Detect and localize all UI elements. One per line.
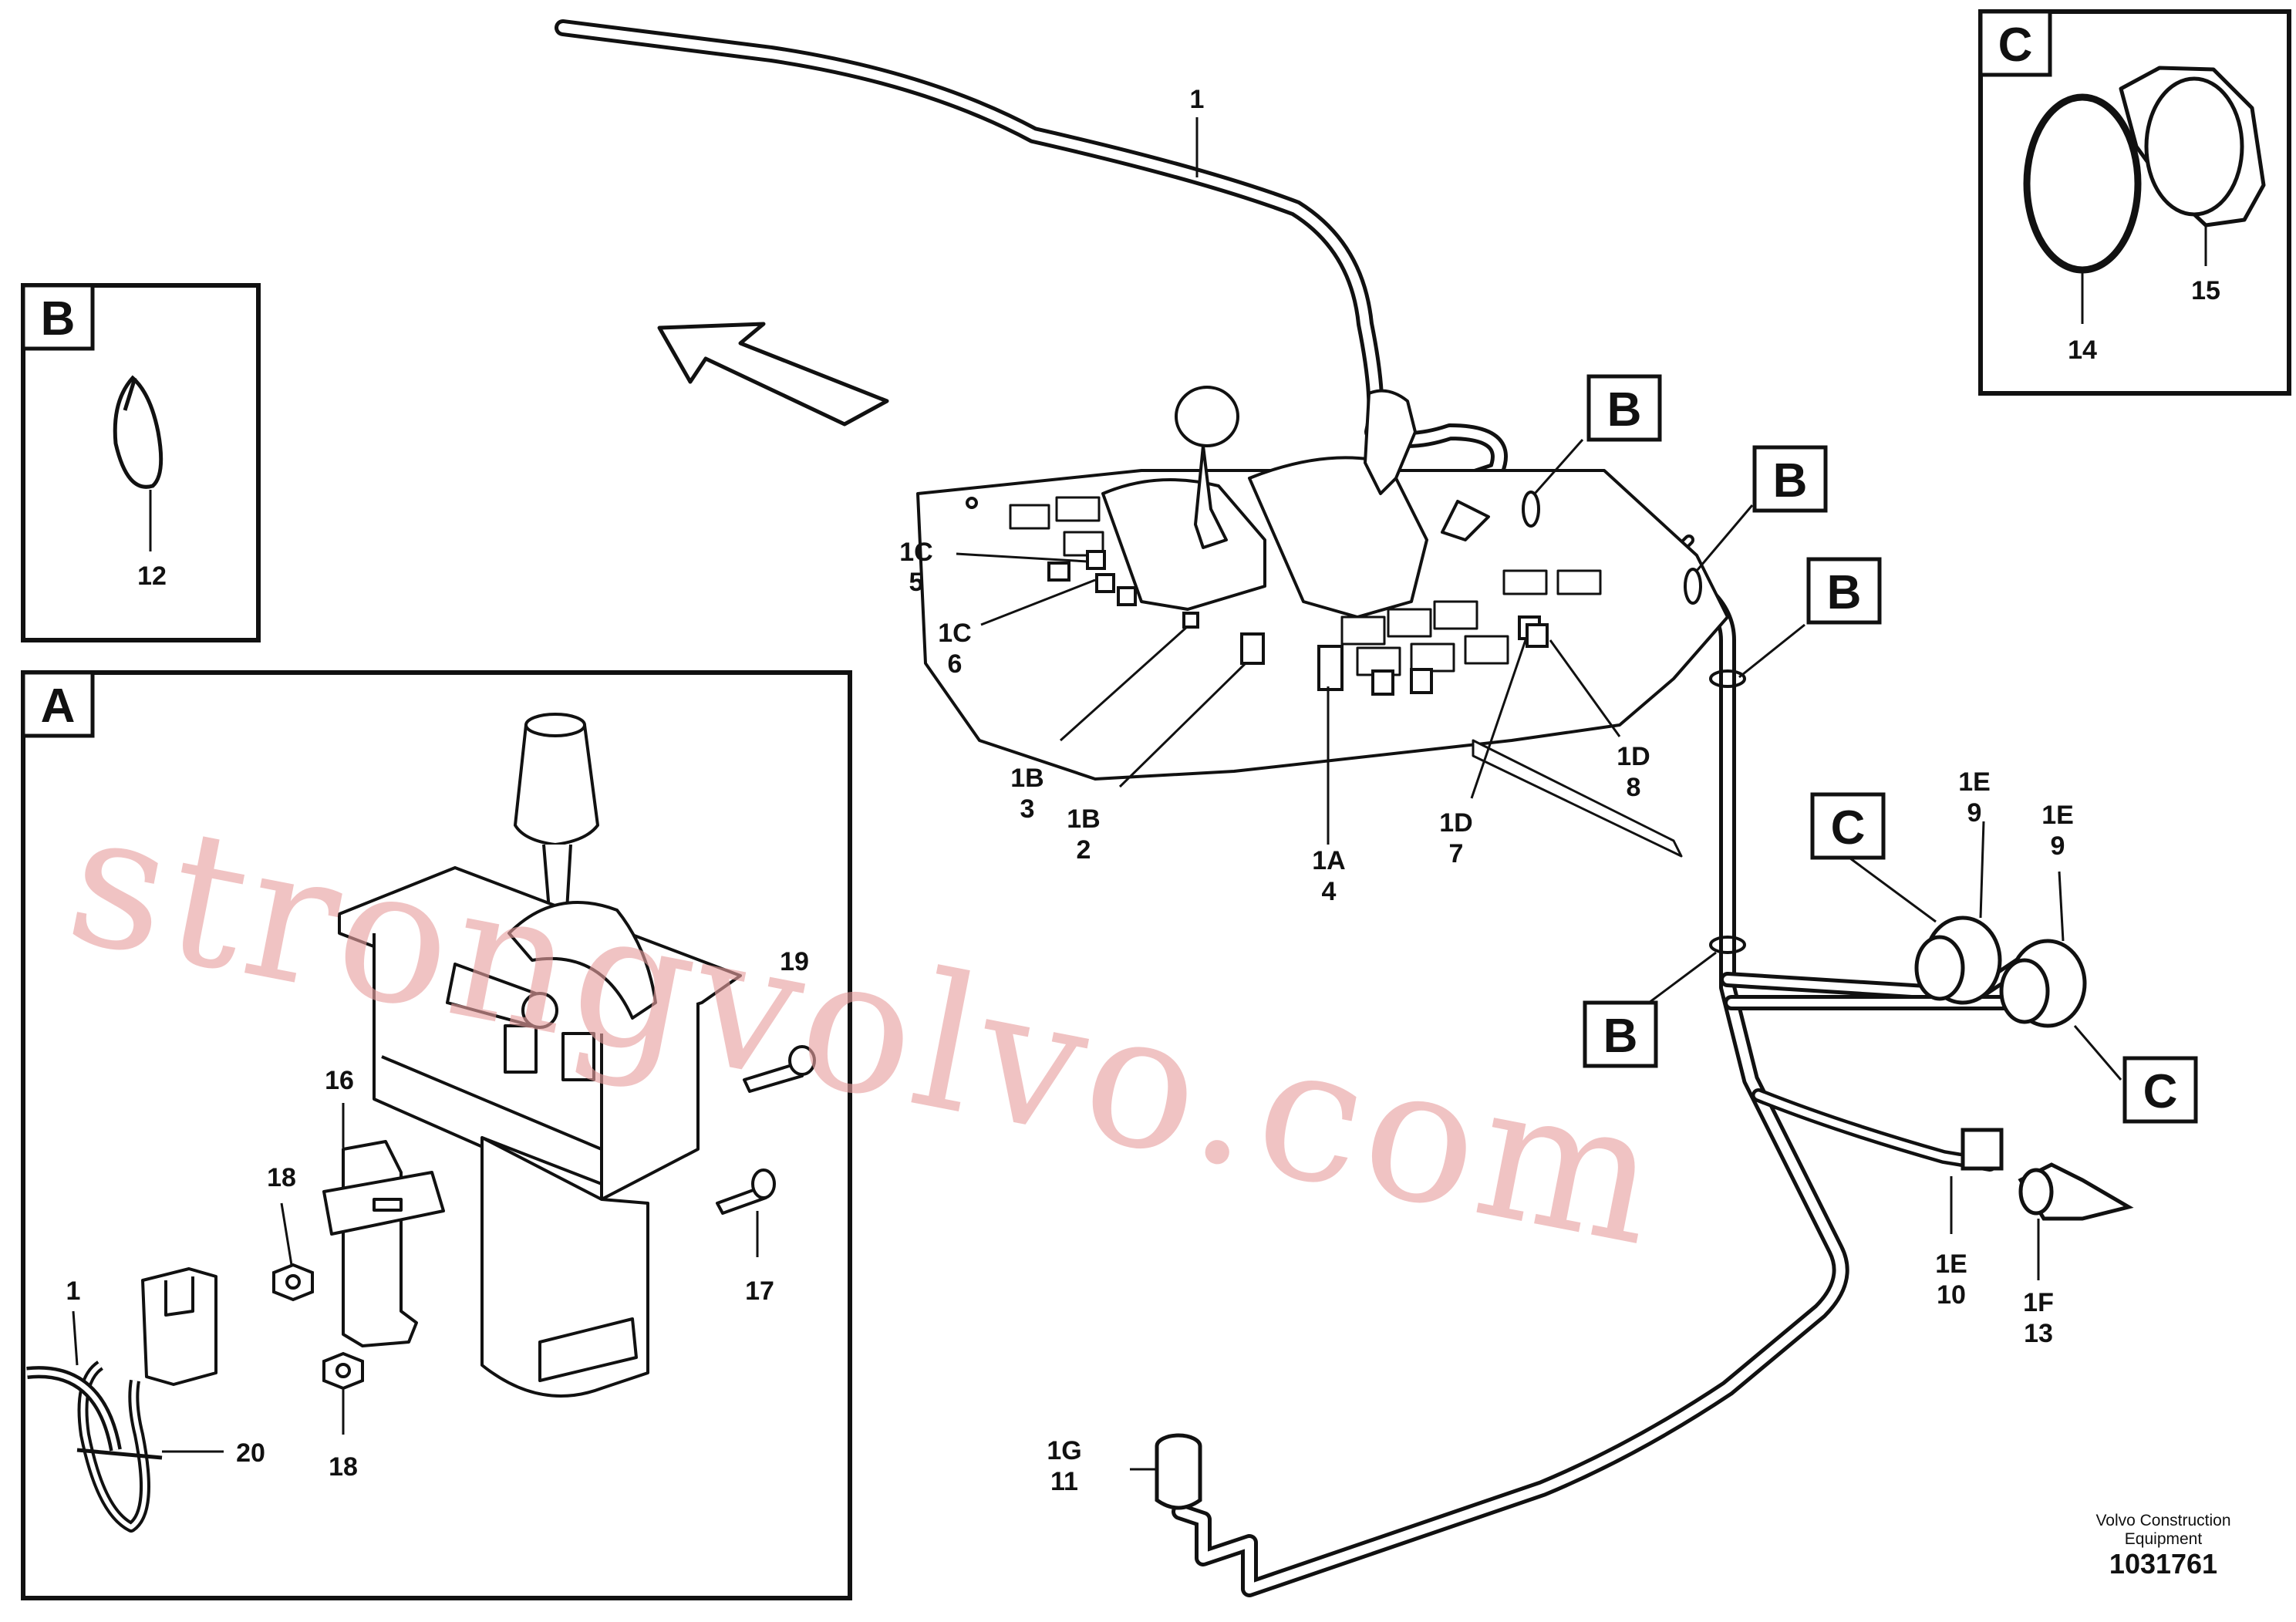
callout-7: 7 (1449, 839, 1464, 868)
control-console (916, 386, 1729, 858)
publisher-line-1: Volvo Construction (2095, 1512, 2230, 1529)
bracket-16 (322, 1140, 445, 1347)
part-label-18-b: 18 (329, 1452, 358, 1482)
part-label-1: 1 (66, 1276, 81, 1306)
view-tag-b3: B (1806, 557, 1882, 625)
callout-1e-a: 1E (1958, 767, 1991, 797)
callout-5: 5 (909, 568, 924, 597)
callout-1e-c: 1E (1935, 1249, 1967, 1279)
detail-c-label: C (1998, 19, 2033, 72)
detail-a-panel: A (21, 670, 852, 1600)
detail-b-label: B (41, 292, 76, 346)
callout-1b-b: 1B (1067, 804, 1100, 834)
callout-1f: 1F (2023, 1288, 2054, 1317)
callout-2: 2 (1077, 835, 1091, 865)
view-tag-b1: B (1586, 374, 1662, 442)
detail-c-panel: C 14 15 (1978, 9, 2291, 396)
callout-13: 13 (2024, 1319, 2053, 1348)
svg-text:B: B (1607, 383, 1642, 437)
publisher-line-2: Equipment (2125, 1530, 2203, 1548)
callout-1g: 1G (1047, 1436, 1081, 1465)
dashboard-connectors (1047, 550, 1549, 696)
callout-8: 8 (1627, 773, 1641, 802)
cable-clip-20 (26, 1267, 217, 1533)
cable-tie-clips (1522, 491, 1746, 954)
callout-labels: 1 1C 5 1C 6 1B 3 1B 2 1A 4 1D 7 1D 8 1E … (899, 85, 2074, 1496)
round-connectors-1e (1914, 916, 2134, 1221)
callout-9-a: 9 (1967, 798, 1982, 828)
callout-6: 6 (948, 649, 963, 679)
callout-1e-b: 1E (2041, 801, 2074, 830)
direction-arrow (657, 322, 889, 427)
part-label-12: 12 (137, 561, 167, 591)
part-label-16: 16 (325, 1066, 354, 1095)
detail-a-label: A (41, 679, 76, 733)
svg-text:B: B (1603, 1010, 1638, 1063)
view-tag-b2: B (1752, 445, 1828, 513)
view-tag-c2: C (2122, 1056, 2198, 1124)
part-label-19: 19 (780, 947, 809, 976)
callout-3: 3 (1020, 794, 1035, 824)
drawing-footer: Volvo Construction Equipment 1031761 (2095, 1512, 2230, 1580)
callout-1: 1 (1190, 85, 1205, 114)
callout-9-b: 9 (2051, 831, 2065, 861)
callout-1c-a: 1C (899, 538, 932, 567)
callout-10: 10 (1937, 1280, 1966, 1310)
callout-1a: 1A (1312, 846, 1345, 875)
part-label-20: 20 (236, 1438, 265, 1468)
callout-1d-b: 1D (1617, 742, 1650, 771)
part-label-17: 17 (745, 1276, 774, 1306)
detail-a-leaders (72, 1103, 759, 1453)
callout-1c-b: 1C (938, 619, 971, 648)
callout-4: 4 (1322, 877, 1337, 906)
view-tag-b4: B (1583, 1000, 1658, 1068)
callout-1b-a: 1B (1010, 764, 1043, 793)
part-label-15: 15 (2191, 276, 2220, 305)
connector-1g (1155, 1433, 1202, 1510)
cable-tie-12 (113, 375, 164, 489)
svg-text:C: C (1831, 801, 1866, 855)
svg-text:B: B (1773, 454, 1808, 508)
o-ring-14 (2023, 93, 2142, 274)
leader-lines (956, 117, 2122, 1471)
drawing-number: 1031761 (2109, 1548, 2217, 1580)
callout-11: 11 (1050, 1467, 1078, 1496)
svg-text:C: C (2143, 1065, 2178, 1118)
gear-lever-assembly (338, 713, 816, 1398)
callout-1d-a: 1D (1439, 808, 1472, 838)
detail-b-panel: B 12 (21, 283, 261, 642)
view-tags: B B B B C C (1583, 374, 2198, 1124)
nuts-18 (272, 1263, 364, 1391)
svg-text:B: B (1827, 566, 1862, 619)
part-label-18-a: 18 (267, 1163, 296, 1192)
view-tag-c1: C (1810, 792, 1886, 860)
part-label-14: 14 (2068, 336, 2097, 365)
hex-nut-15 (2119, 66, 2266, 228)
